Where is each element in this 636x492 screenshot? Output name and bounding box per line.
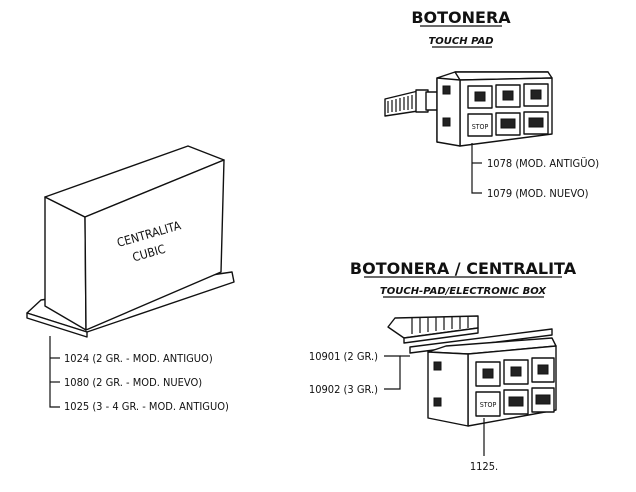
centralita-section: CENTRALITA CUBIC 1024 (2 GR. - MOD. ANTI… (26, 145, 235, 413)
botonera-centralita-title: BOTONERA / CENTRALITA (350, 259, 577, 278)
touchpad-stop-button (467, 113, 493, 137)
centralita-leader (49, 336, 60, 408)
electronic-box-code-2gr: 10901 (2 GR.) (309, 350, 378, 363)
botonera-subtitle: TOUCH PAD (428, 36, 493, 47)
botonera-section: BOTONERA TOUCH PAD S (384, 8, 599, 200)
electronic-box-stop-button (475, 391, 501, 417)
touchpad-ribbon-cable (384, 89, 439, 117)
electronic-box-left-leader (384, 355, 401, 390)
electronic-box-unit: STOP (427, 337, 557, 427)
electronic-box-stop-label: STOP (480, 401, 497, 409)
touchpad-code-new: 1079 (MOD. NUEVO) (487, 187, 589, 200)
centralita-box: CENTRALITA CUBIC (26, 145, 235, 338)
electronic-box-code-1125: 1125. (470, 460, 498, 473)
centralita-code-1080: 1080 (2 GR. - MOD. NUEVO) (64, 376, 202, 389)
electronic-box-code-3gr: 10902 (3 GR.) (309, 383, 378, 396)
centralita-code-1025: 1025 (3 - 4 GR. - MOD. ANTIGUO) (64, 400, 229, 413)
botonera-centralita-subtitle: TOUCH-PAD/ELECTRONIC BOX (380, 286, 547, 297)
touchpad-unit: STOP (436, 71, 553, 147)
botonera-centralita-section: BOTONERA / CENTRALITA TOUCH-PAD/ELECTRON… (309, 259, 577, 473)
touchpad-code-old: 1078 (MOD. ANTIGÜO) (487, 157, 599, 170)
touchpad-stop-label: STOP (472, 123, 489, 131)
touchpad-leader (471, 143, 482, 194)
botonera-title: BOTONERA (411, 8, 511, 27)
centralita-code-1024: 1024 (2 GR. - MOD. ANTIGUO) (64, 352, 213, 365)
